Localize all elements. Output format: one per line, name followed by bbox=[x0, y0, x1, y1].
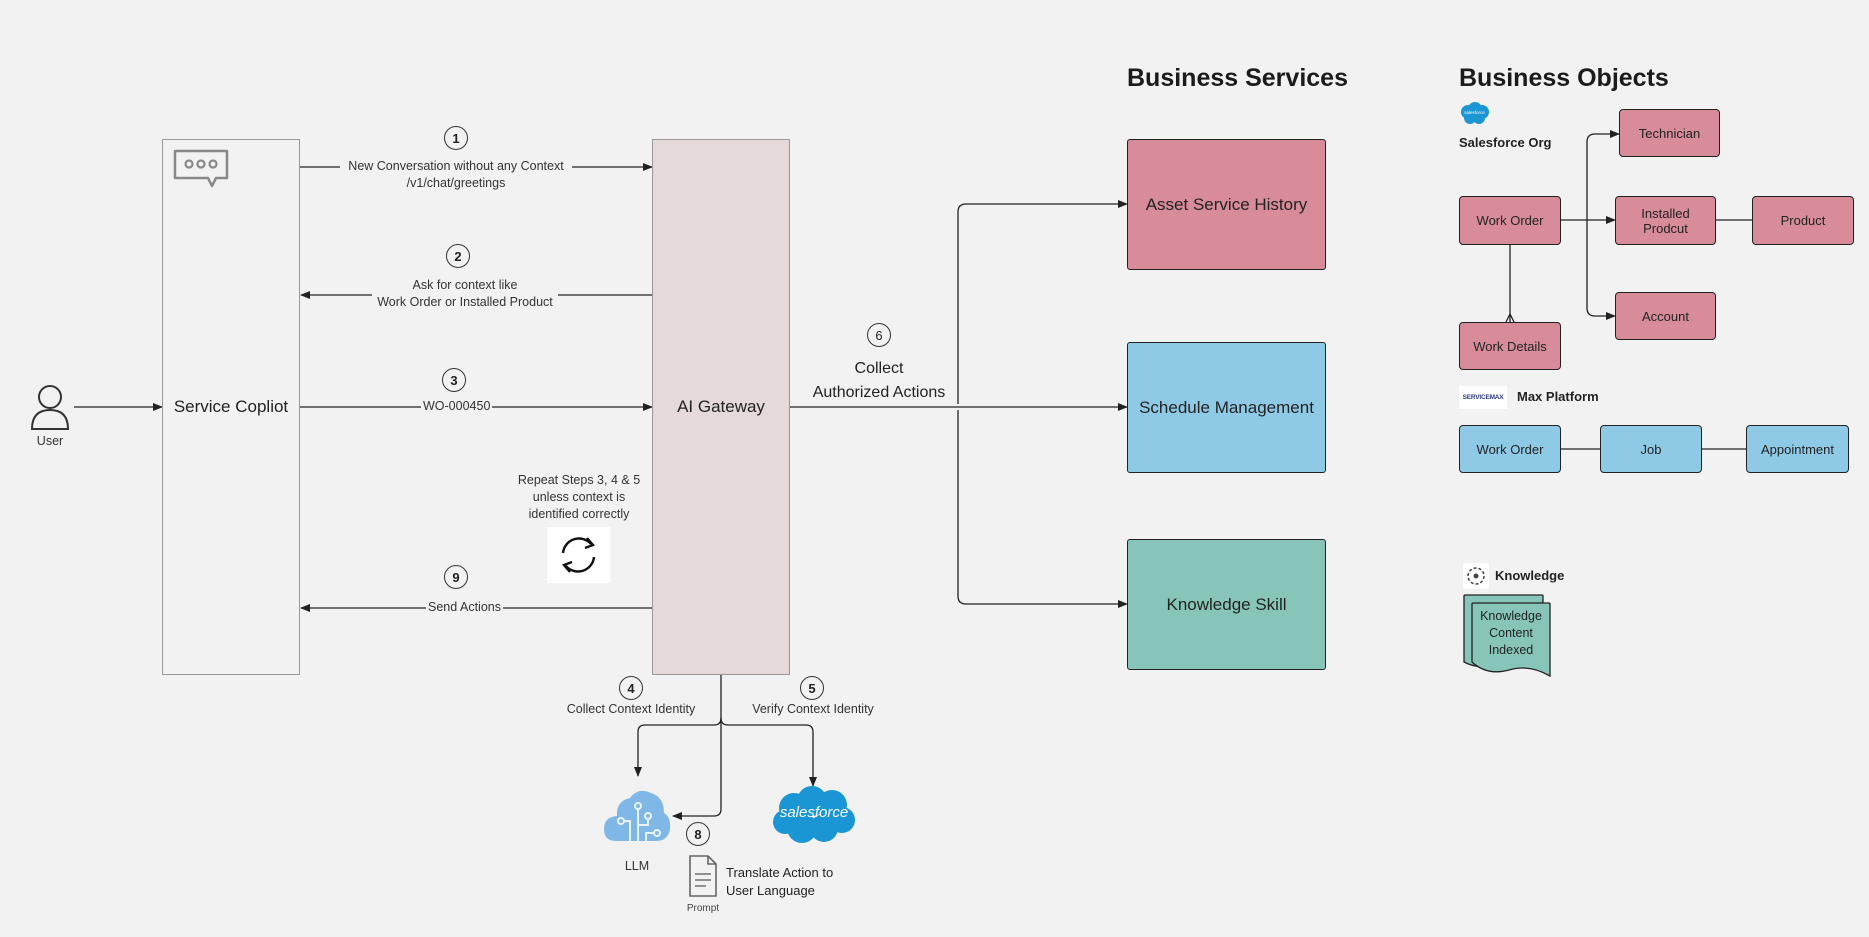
account-label: Account bbox=[1642, 308, 1689, 324]
user-icon bbox=[30, 383, 70, 433]
step-2-badge: 2 bbox=[446, 244, 470, 268]
step-3-label: WO-000450 bbox=[421, 398, 493, 415]
chat-bubble-icon bbox=[172, 148, 232, 190]
product-label: Product bbox=[1780, 213, 1826, 228]
installed-product-line2: Prodcut bbox=[1643, 220, 1688, 236]
step-1-line2: /v1/chat/greetings bbox=[406, 176, 506, 190]
asset-service-history-label: Asset Service History bbox=[1145, 194, 1308, 214]
prompt-document-icon bbox=[688, 854, 718, 898]
llm-cloud-icon bbox=[602, 785, 672, 847]
step-1-label: New Conversation without any Context /v1… bbox=[340, 158, 572, 192]
step-6-line2: Authorized Actions bbox=[812, 384, 946, 401]
llm-label: LLM bbox=[624, 859, 650, 873]
max-work-order-label: Work Order bbox=[1476, 441, 1544, 457]
knowledge-content-line2: Content bbox=[1489, 626, 1533, 640]
asset-service-history-box: Asset Service History bbox=[1127, 139, 1326, 270]
knowledge-icon bbox=[1463, 563, 1489, 589]
repeat-note: Repeat Steps 3, 4 & 5 unless context is … bbox=[508, 472, 650, 523]
step-8-badge: 8 bbox=[686, 822, 710, 846]
work-details-object: Work Details bbox=[1459, 322, 1561, 370]
step-2-line2: Work Order or Installed Product bbox=[377, 295, 553, 309]
step-4-label: Collect Context Identity bbox=[566, 702, 696, 716]
step-6-line1: Collect bbox=[854, 360, 904, 377]
salesforce-small-logo: salesforce bbox=[1459, 102, 1490, 126]
job-object: Job bbox=[1600, 425, 1702, 473]
step-1-line1: New Conversation without any Context bbox=[348, 159, 564, 173]
work-details-label: Work Details bbox=[1473, 338, 1547, 354]
step-2-line1: Ask for context like bbox=[412, 278, 518, 292]
servicemax-logo: SERVICEMAX bbox=[1459, 386, 1507, 409]
max-work-order-object: Work Order bbox=[1459, 425, 1561, 473]
knowledge-skill-label: Knowledge Skill bbox=[1166, 594, 1287, 614]
step-9-badge: 9 bbox=[444, 565, 468, 589]
step-3-badge: 3 bbox=[442, 368, 466, 392]
appointment-object: Appointment bbox=[1746, 425, 1849, 473]
prompt-label: Prompt bbox=[686, 903, 720, 914]
installed-product-line1: Installed bbox=[1641, 205, 1690, 221]
repeat-line3: identified correctly bbox=[528, 507, 630, 521]
schedule-management-box: Schedule Management bbox=[1127, 342, 1326, 473]
business-objects-heading: Business Objects bbox=[1459, 64, 1669, 92]
step-1-badge: 1 bbox=[444, 126, 468, 150]
step-2-label: Ask for context like Work Order or Insta… bbox=[372, 277, 558, 311]
knowledge-label: Knowledge bbox=[1495, 568, 1565, 583]
work-order-label: Work Order bbox=[1476, 213, 1544, 228]
salesforce-logo: salesforce bbox=[772, 784, 856, 846]
step-6-label: Collect Authorized Actions bbox=[800, 357, 958, 405]
knowledge-skill-box: Knowledge Skill bbox=[1127, 539, 1326, 670]
refresh-icon bbox=[547, 527, 610, 583]
step-6-badge: 6 bbox=[867, 323, 891, 347]
step-5-label: Verify Context Identity bbox=[752, 702, 874, 716]
salesforce-org-label: Salesforce Org bbox=[1459, 135, 1552, 150]
technician-object: Technician bbox=[1619, 109, 1720, 157]
knowledge-content-stack: Knowledge Content Indexed bbox=[1463, 594, 1583, 678]
ai-gateway-label: AI Gateway bbox=[677, 397, 765, 416]
knowledge-content-line3: Indexed bbox=[1488, 643, 1534, 657]
business-services-heading: Business Services bbox=[1127, 64, 1348, 92]
salesforce-small-logo-text: salesforce bbox=[1464, 110, 1485, 115]
step-4-badge: 4 bbox=[619, 676, 643, 700]
step-8-label: Translate Action to User Language bbox=[726, 864, 833, 900]
installed-product-object: Installed Prodcut bbox=[1615, 196, 1716, 245]
knowledge-content-label: Knowledge Content Indexed bbox=[1472, 608, 1550, 659]
ai-gateway-box: AI Gateway bbox=[652, 139, 790, 675]
work-order-object: Work Order bbox=[1459, 196, 1561, 245]
service-copilot-box: Service Copliot bbox=[162, 139, 300, 675]
repeat-line1: Repeat Steps 3, 4 & 5 bbox=[517, 473, 641, 487]
servicemax-logo-text: SERVICEMAX bbox=[1462, 394, 1504, 401]
service-copilot-label: Service Copliot bbox=[173, 397, 289, 416]
user-label: User bbox=[36, 434, 64, 448]
appointment-label: Appointment bbox=[1761, 441, 1834, 457]
technician-label: Technician bbox=[1638, 125, 1701, 141]
repeat-line2: unless context is bbox=[532, 490, 626, 504]
job-label: Job bbox=[1640, 441, 1662, 457]
product-object: Product bbox=[1752, 196, 1854, 245]
schedule-management-label: Schedule Management bbox=[1139, 397, 1314, 417]
step-9-label: Send Actions bbox=[426, 599, 503, 616]
max-platform-label: Max Platform bbox=[1517, 389, 1599, 404]
salesforce-logo-text: salesforce bbox=[779, 804, 849, 821]
step-8-line1: Translate Action to bbox=[726, 865, 834, 880]
step-8-line2: User Language bbox=[726, 883, 815, 898]
step-5-badge: 5 bbox=[800, 676, 824, 700]
account-object: Account bbox=[1615, 292, 1716, 340]
knowledge-content-line1: Knowledge bbox=[1480, 609, 1542, 623]
